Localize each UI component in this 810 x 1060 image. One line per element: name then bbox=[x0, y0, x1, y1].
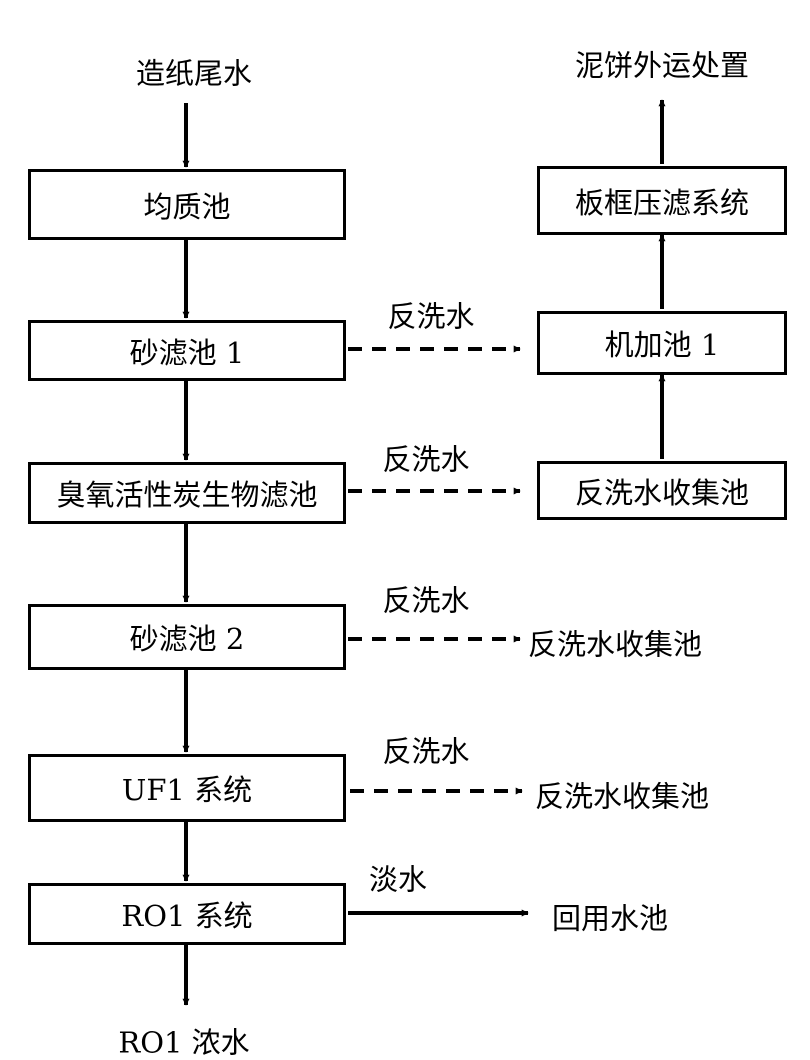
process-box-sand-filter-1: 砂滤池 1 bbox=[28, 320, 346, 381]
plate-frame-press-box: 板框压滤系统 bbox=[537, 166, 787, 235]
process-box-ozone-biofilter: 臭氧活性炭生物滤池 bbox=[28, 462, 346, 524]
backwash-collection-label-2: 反洗水收集池 bbox=[535, 779, 710, 814]
mixing-tank-box: 机加池 1 bbox=[537, 311, 787, 375]
output-label: RO1 浓水 bbox=[118, 1025, 250, 1060]
sludge-cake-label: 泥饼外运处置 bbox=[574, 48, 750, 83]
backwash-label-2: 反洗水 bbox=[382, 442, 470, 477]
fresh-water-label: 淡水 bbox=[368, 862, 428, 897]
reuse-pool-label: 回用水池 bbox=[552, 901, 669, 936]
backwash-collection-box: 反洗水收集池 bbox=[537, 461, 787, 520]
backwash-label-4: 反洗水 bbox=[382, 734, 470, 769]
process-box-uf1: UF1 系统 bbox=[28, 754, 346, 822]
backwash-collection-label-1: 反洗水收集池 bbox=[528, 627, 703, 662]
backwash-label-3: 反洗水 bbox=[382, 583, 470, 618]
process-box-ro1: RO1 系统 bbox=[28, 883, 346, 945]
input-label: 造纸尾水 bbox=[135, 56, 253, 91]
process-box-sand-filter-2: 砂滤池 2 bbox=[28, 604, 346, 670]
backwash-label-1: 反洗水 bbox=[387, 299, 475, 334]
process-box-homogenizer: 均质池 bbox=[28, 169, 346, 240]
